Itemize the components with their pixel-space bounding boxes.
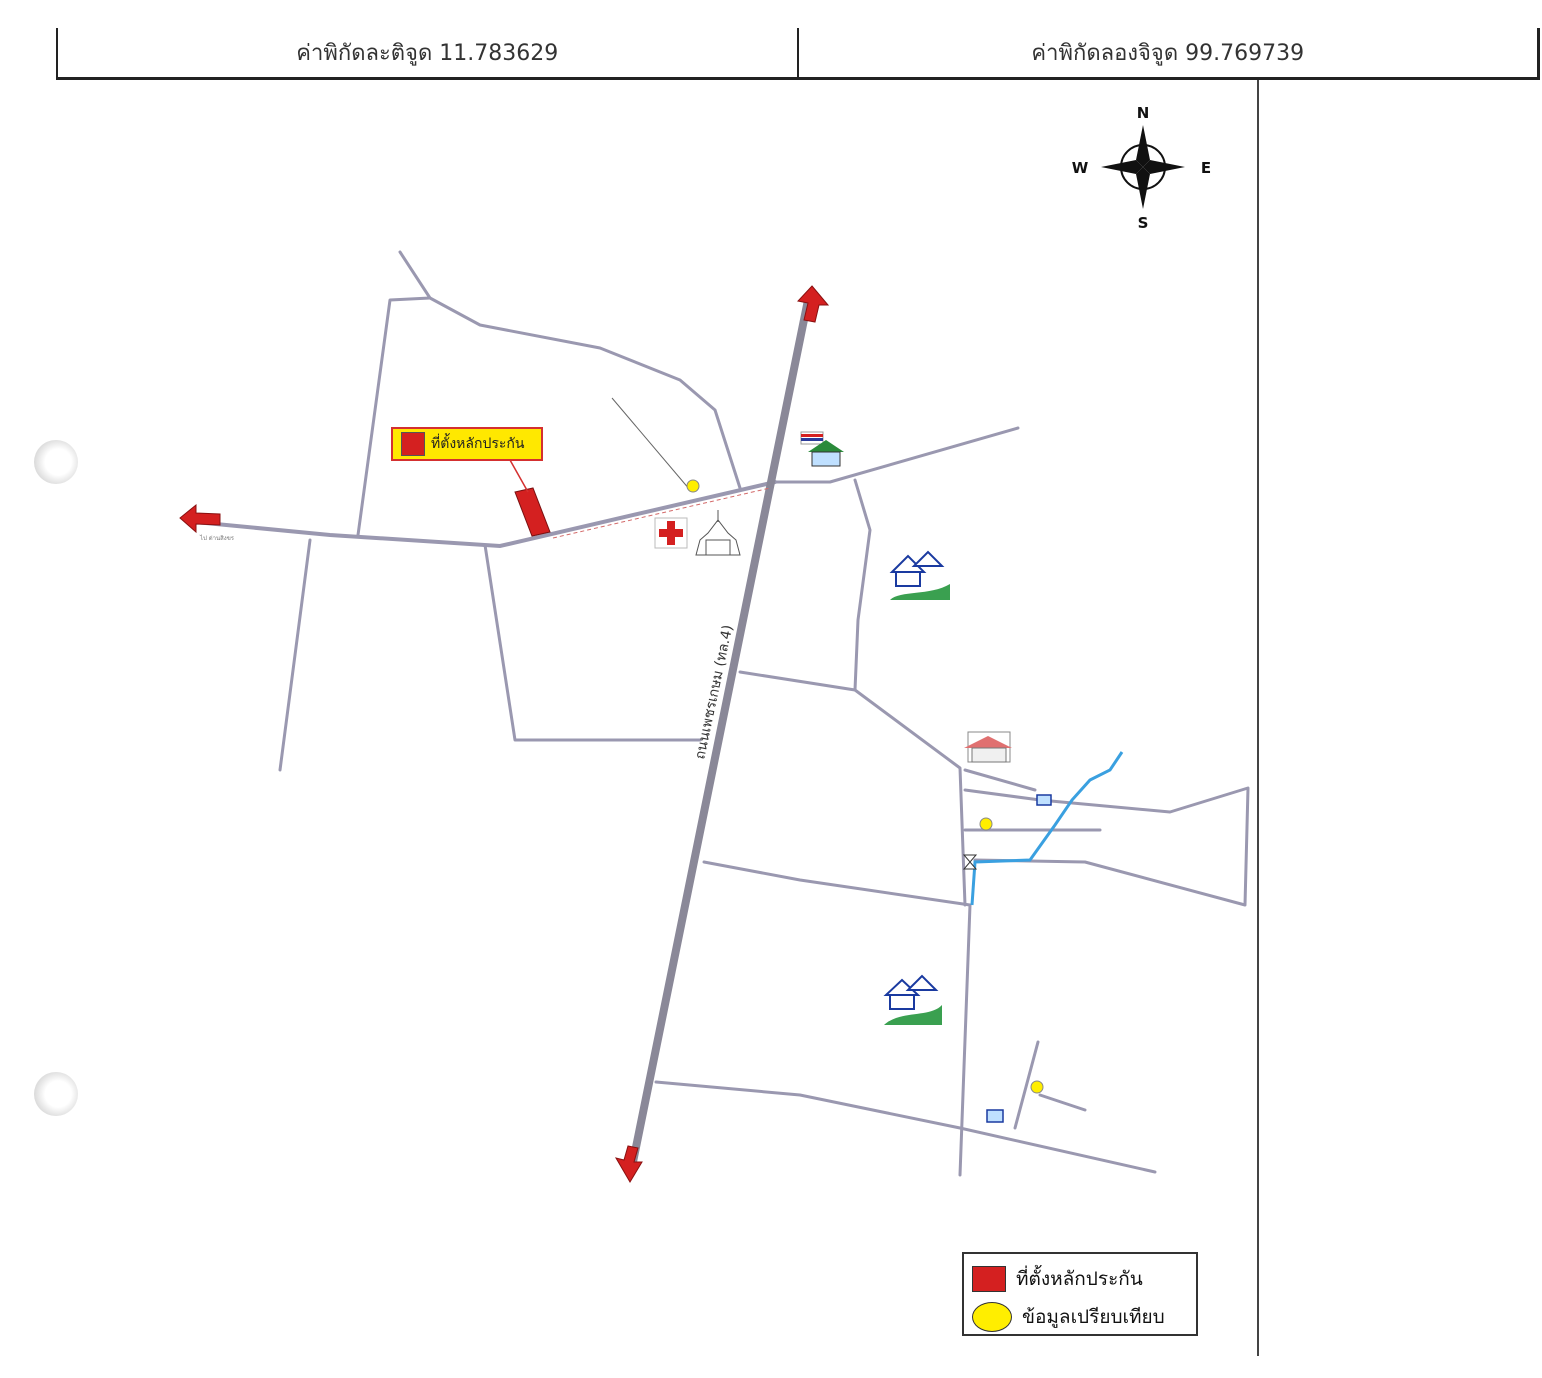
road-south-loop xyxy=(483,543,702,742)
road-east-upper xyxy=(773,426,1020,484)
local-roads xyxy=(278,250,1250,1177)
legend-label-subject: ที่ตั้งหลักประกัน xyxy=(1016,1268,1143,1290)
page-divider-line xyxy=(1257,80,1259,1356)
annotation-leader xyxy=(611,397,691,491)
hospital-icon xyxy=(654,517,688,549)
comparison-marker-2 xyxy=(979,817,993,831)
road-main-west-east xyxy=(193,480,777,549)
compass-rose-icon: N S E W xyxy=(1072,104,1211,232)
longitude-cell: ค่าพิกัดลองจิจูด 99.769739 xyxy=(796,28,1538,77)
callout-label: ที่ตั้งหลักประกัน xyxy=(431,436,525,452)
comparison-marker-3 xyxy=(1030,1080,1044,1094)
west-arrow-label: ไป ด่านสิงขร xyxy=(199,534,235,542)
housing-estate-icon-1 xyxy=(889,550,950,600)
canal xyxy=(970,751,1124,906)
direction-arrows xyxy=(179,285,830,1183)
road-south-soi xyxy=(1013,1040,1040,1130)
road-south-east xyxy=(654,1080,1157,1174)
subject-property-marker xyxy=(514,487,551,537)
legend-item-comparison: ข้อมูลเปรียบเทียบ xyxy=(972,1302,1165,1332)
road-soi-west xyxy=(356,296,432,537)
bridge-icon xyxy=(962,854,978,870)
road-east-lower xyxy=(702,860,972,907)
road-east-top-link xyxy=(963,768,1037,792)
building-icon xyxy=(964,731,1012,763)
comparison-markers xyxy=(686,479,1044,1094)
compass-east: E xyxy=(1201,159,1211,177)
coordinates-header: ค่าพิกัดละติจูด 11.783629 ค่าพิกัดลองจิจ… xyxy=(56,28,1540,80)
housing-estate-icon-2 xyxy=(883,974,942,1025)
shop-icon-1 xyxy=(1036,794,1052,806)
compass-north: N xyxy=(1137,104,1150,122)
distance-dashed-line xyxy=(552,487,771,539)
map-legend: ที่ตั้งหลักประกัน ข้อมูลเปรียบเทียบ xyxy=(962,1252,1198,1336)
arrow-west xyxy=(179,503,221,534)
legend-label-comparison: ข้อมูลเปรียบเทียบ xyxy=(1022,1306,1165,1328)
road-east-vertical xyxy=(958,903,972,1177)
latitude-cell: ค่าพิกัดละติจูด 11.783629 xyxy=(296,41,559,66)
punch-hole-top xyxy=(34,440,78,484)
road-east-grid xyxy=(963,786,1250,907)
road-east-middle xyxy=(738,670,967,907)
callout-square-icon xyxy=(401,432,425,456)
comparison-marker-1 xyxy=(686,479,700,493)
arrow-south xyxy=(614,1145,643,1183)
punch-hole-bottom xyxy=(34,1072,78,1116)
road-soi-far-west xyxy=(278,538,312,772)
compass-west: W xyxy=(1072,159,1089,177)
yellow-circle-icon xyxy=(972,1302,1012,1332)
subject-property-callout: ที่ตั้งหลักประกัน xyxy=(391,427,543,461)
road-south-spur xyxy=(1038,1093,1087,1112)
compass-south: S xyxy=(1138,214,1149,232)
legend-item-subject: ที่ตั้งหลักประกัน xyxy=(972,1264,1143,1294)
arrow-north xyxy=(797,285,830,323)
road-east-soi xyxy=(853,478,872,692)
school-icon xyxy=(800,431,844,467)
callout-leader xyxy=(509,459,529,493)
shop-icon-2 xyxy=(986,1109,1004,1123)
highway-4 xyxy=(629,296,812,1166)
red-square-icon xyxy=(972,1266,1006,1292)
temple-icon xyxy=(695,510,741,556)
